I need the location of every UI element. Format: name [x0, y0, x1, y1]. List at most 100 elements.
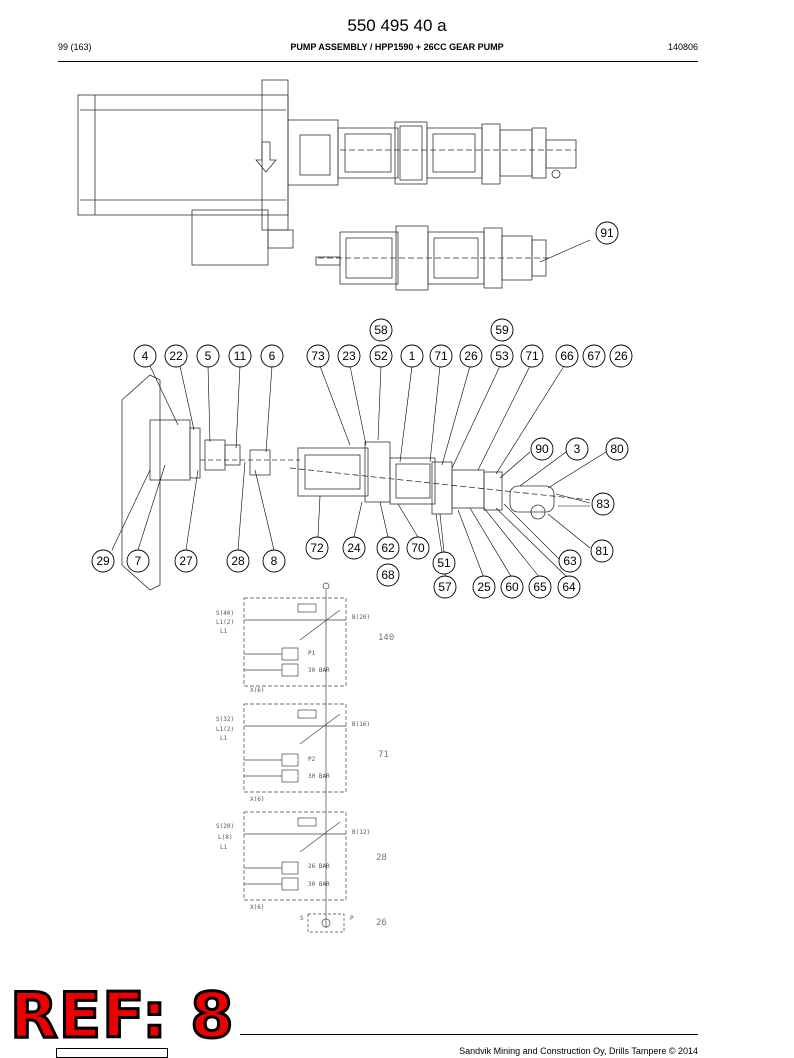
- callout-label: 3: [574, 442, 581, 456]
- callout-59: 59: [490, 318, 514, 342]
- valve-3b: 30 BAR: [308, 881, 330, 888]
- callout-71a: 71: [429, 344, 453, 368]
- callout-81: 81: [590, 539, 614, 563]
- leader-lines: [111, 239, 607, 579]
- callout-3: 3: [565, 437, 589, 461]
- callout-label: 5: [205, 349, 212, 363]
- pump-size-2: 71: [378, 750, 389, 760]
- callout-label: 28: [231, 554, 245, 568]
- port-l1-1: L1(2): [216, 619, 234, 626]
- motor-assembly-illustration: [77, 79, 339, 266]
- valve-1b: 30 BAR: [308, 667, 330, 674]
- callout-70: 70: [406, 536, 430, 560]
- callout-25: 25: [472, 575, 496, 599]
- callout-label: 6: [269, 349, 276, 363]
- callout-91: 91: [595, 221, 619, 245]
- valve-1a: P1: [308, 650, 316, 657]
- callout-label: 8: [271, 554, 278, 568]
- callout-label: 29: [96, 554, 110, 568]
- callout-24: 24: [342, 536, 366, 560]
- port-x-2: X(6): [250, 796, 264, 803]
- callout-label: 83: [596, 497, 610, 511]
- callout-label: 4: [142, 349, 149, 363]
- callout-label: 51: [437, 556, 451, 570]
- port-s-4: S: [300, 915, 304, 922]
- footer-rule: [240, 1034, 698, 1035]
- callout-64: 64: [557, 575, 581, 599]
- callout-5: 5: [196, 344, 220, 368]
- callout-label: 68: [381, 568, 395, 582]
- port-s-3: S(20): [216, 823, 234, 830]
- callout-60: 60: [500, 575, 524, 599]
- port-p-4: P: [350, 915, 354, 922]
- callout-label: 24: [347, 541, 361, 555]
- callout-51: 51: [432, 551, 456, 575]
- pump-stack-separate-illustration: [315, 225, 550, 291]
- callout-26a: 26: [459, 344, 483, 368]
- port-s-1: S(40): [216, 610, 234, 617]
- callout-71b: 71: [520, 344, 544, 368]
- pump-size-4: 26: [376, 918, 387, 928]
- drawing-code: 140806: [667, 42, 698, 52]
- callout-label: 7: [135, 554, 142, 568]
- callout-29: 29: [91, 549, 115, 573]
- callout-label: 58: [374, 323, 388, 337]
- callout-label: 71: [525, 349, 539, 363]
- callout-label: 67: [587, 349, 601, 363]
- callout-label: 52: [374, 349, 388, 363]
- callout-6: 6: [260, 344, 284, 368]
- valve-3a: 26 BAR: [308, 863, 330, 870]
- callout-label: 53: [495, 349, 509, 363]
- callout-72: 72: [305, 536, 329, 560]
- callout-80: 80: [605, 437, 629, 461]
- hydraulic-schematic: [243, 582, 347, 933]
- footer-copyright: Sandvik Mining and Construction Oy, Dril…: [459, 1046, 698, 1056]
- callout-label: 25: [477, 580, 491, 594]
- callout-label: 11: [234, 349, 247, 363]
- callout-label: 73: [311, 349, 325, 363]
- pump-size-3: 28: [376, 853, 387, 863]
- callout-label: 80: [610, 442, 624, 456]
- callout-label: 90: [535, 442, 549, 456]
- reference-stamp: REF: 8: [9, 979, 236, 1052]
- header-rule: [58, 61, 698, 62]
- callout-label: 57: [438, 580, 452, 594]
- callout-label: 81: [595, 544, 609, 558]
- callout-label: 63: [563, 554, 577, 568]
- callout-1: 1: [400, 344, 424, 368]
- callout-label: 72: [310, 541, 324, 555]
- port-l-1: L1: [220, 628, 228, 635]
- port-b-2: B(16): [352, 721, 370, 728]
- callout-22: 22: [164, 344, 188, 368]
- callout-90: 90: [530, 437, 554, 461]
- callout-label: 26: [464, 349, 478, 363]
- callout-68: 68: [376, 563, 400, 587]
- callout-label: 65: [533, 580, 547, 594]
- callout-65: 65: [528, 575, 552, 599]
- valve-2a: P2: [308, 756, 316, 763]
- callout-26b: 26: [609, 344, 633, 368]
- port-b-3: B(12): [352, 829, 370, 836]
- pump-stack-illustration: [337, 121, 577, 185]
- port-b-1: B(20): [352, 614, 370, 621]
- valve-2b: 30 BAR: [308, 773, 330, 780]
- callout-83: 83: [591, 492, 615, 516]
- port-x-1: X(6): [250, 687, 264, 694]
- callout-label: 66: [560, 349, 574, 363]
- callout-label: 59: [495, 323, 509, 337]
- callout-52: 52: [369, 344, 393, 368]
- callout-73: 73: [306, 344, 330, 368]
- port-x-3: X(6): [250, 904, 264, 911]
- exploded-view-illustration: [121, 374, 591, 591]
- callout-label: 64: [562, 580, 576, 594]
- callout-label: 27: [179, 554, 193, 568]
- callout-label: 70: [411, 541, 425, 555]
- callout-63: 63: [558, 549, 582, 573]
- callout-62: 62: [376, 536, 400, 560]
- callout-label: 1: [409, 349, 416, 363]
- callout-28: 28: [226, 549, 250, 573]
- port-l1-3: L(8): [218, 834, 232, 841]
- page-number: 99 (163): [58, 42, 92, 52]
- callout-4: 4: [133, 344, 157, 368]
